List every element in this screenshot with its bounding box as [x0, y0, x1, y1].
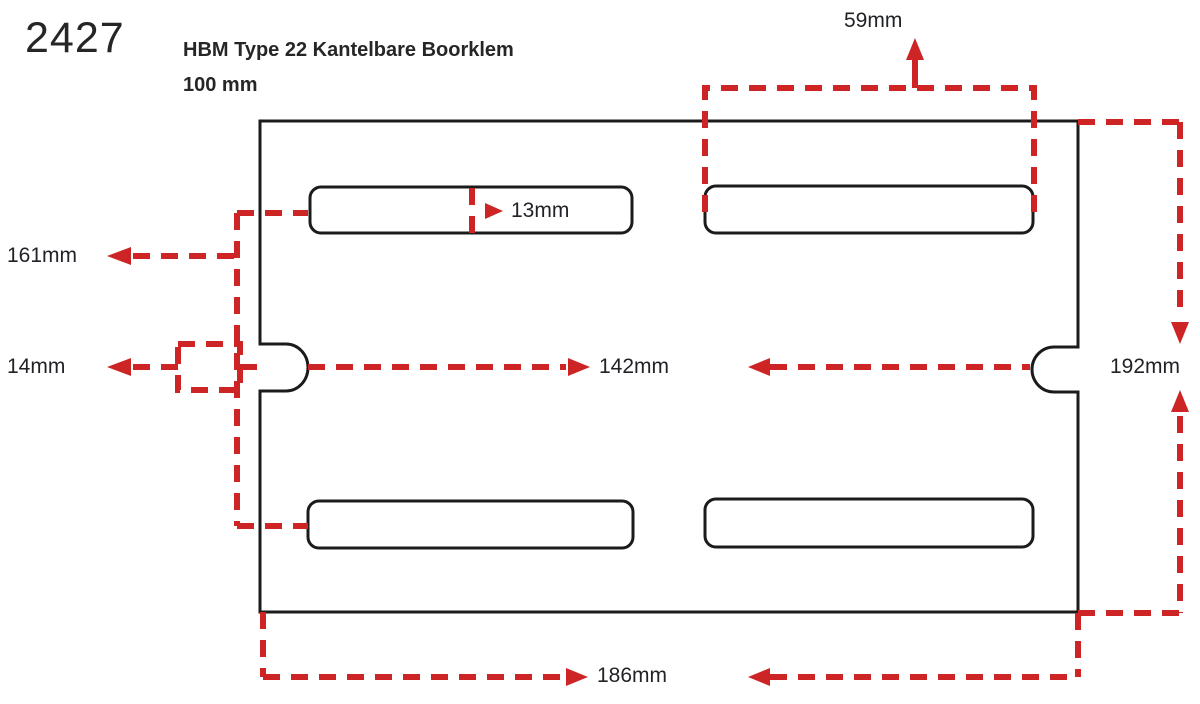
arrow-right-icon [485, 203, 503, 219]
dimension-186mm-lines [260, 612, 1081, 686]
dimension-59mm-lines [702, 38, 1037, 212]
dimension-label-59mm: 59mm [844, 9, 903, 32]
arrow-up-icon [1171, 390, 1189, 412]
arrow-left-icon [748, 358, 770, 376]
product-size: 100 mm [183, 74, 258, 96]
arrow-right-icon [566, 668, 588, 686]
dimension-label-142mm: 142mm [599, 355, 670, 378]
dimension-13mm-lines [469, 188, 503, 236]
dimension-142mm-lines [308, 358, 1030, 376]
arrow-down-icon [1171, 322, 1189, 344]
dimension-192mm-lines [1078, 119, 1189, 616]
arrow-left-icon [748, 668, 770, 686]
plate-outline [258, 119, 1080, 614]
part-number: 2427 [25, 14, 125, 62]
arrow-right-icon [568, 358, 590, 376]
slot-bottom-left [306, 499, 635, 550]
arrow-left-icon [107, 358, 131, 376]
slot-top-right [703, 184, 1035, 235]
dimension-label-192mm: 192mm [1110, 355, 1181, 378]
dimension-label-161mm: 161mm [7, 244, 78, 267]
dimension-label-14mm: 14mm [7, 355, 66, 378]
dimension-14mm-lines [107, 341, 264, 393]
arrow-up-icon [906, 38, 924, 60]
slot-bottom-right [703, 497, 1035, 549]
dimension-label-13mm: 13mm [511, 199, 570, 222]
product-title: HBM Type 22 Kantelbare Boorklem [183, 39, 514, 61]
arrow-left-icon [107, 247, 131, 265]
dimension-label-186mm: 186mm [597, 664, 668, 687]
